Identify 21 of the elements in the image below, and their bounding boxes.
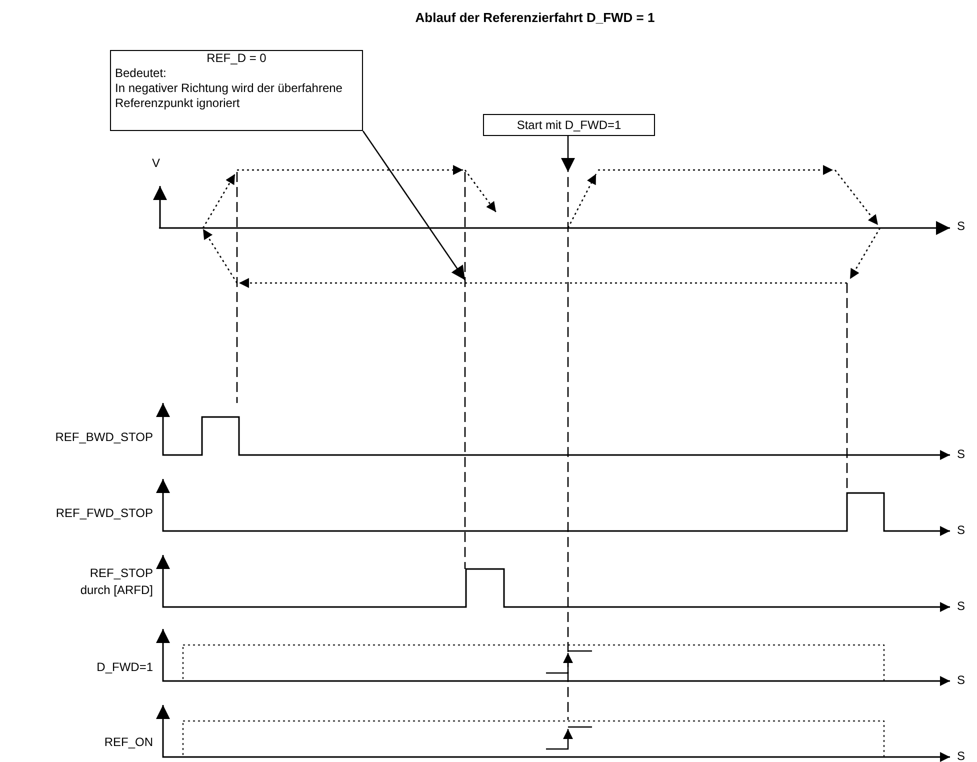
signal-label: REF_STOP durch [ARFD] bbox=[79, 565, 153, 599]
callout-box bbox=[110, 50, 363, 131]
callout-text: REF_D = 0 bbox=[206, 51, 268, 66]
callout-text: Start mit D_FWD=1 bbox=[516, 118, 622, 132]
axis-label: S bbox=[957, 522, 966, 539]
axis-label: S bbox=[957, 748, 966, 762]
signal-label: REF_FWD_STOP bbox=[54, 505, 153, 522]
axis-label: S bbox=[957, 446, 966, 463]
diagram-title: Ablauf der Referenzierfahrt D_FWD = 1 bbox=[414, 10, 656, 25]
signal-label: REF_BWD_STOP bbox=[54, 429, 153, 446]
arrow bbox=[561, 136, 575, 172]
callout-text: Bedeutet: bbox=[115, 66, 168, 81]
axis-label: S bbox=[957, 598, 966, 615]
axis-label: S bbox=[957, 218, 966, 235]
axis-label: V bbox=[152, 155, 162, 172]
axis-label: S bbox=[957, 672, 966, 689]
signal-label: D_FWD=1 bbox=[96, 659, 153, 676]
annotation-box bbox=[483, 114, 655, 136]
leader-line bbox=[362, 130, 466, 280]
callout-text: In negativer Richtung wird der überfahrene Referenzpunkt ignoriert bbox=[115, 81, 344, 111]
signal-label: REF_ON bbox=[103, 734, 153, 751]
